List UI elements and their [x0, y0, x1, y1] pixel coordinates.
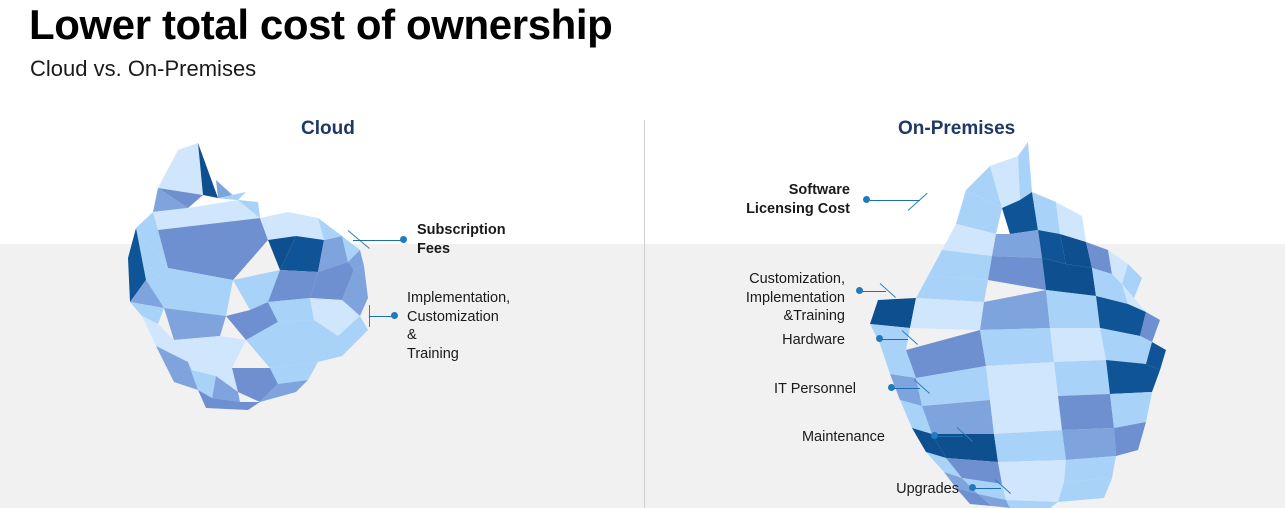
- iceberg-on-premises: [870, 142, 1166, 508]
- leader-dot-upgrades: [969, 484, 976, 491]
- leader-line-upgrades: [975, 488, 1001, 489]
- callout-label-implementation-customization-training: Implementation, Customization & Training: [407, 290, 511, 362]
- callout-label-customization-implementation-training: Customization, Implementation &Training: [745, 271, 845, 325]
- callout-label-software-licensing-cost: Software Licensing Cost: [746, 182, 850, 217]
- leader-line-software-licensing-cost: [870, 200, 920, 201]
- panel-heading-cloud: Cloud: [301, 118, 355, 139]
- leader-line-implementation: [369, 316, 394, 317]
- page-title: Lower total cost of ownership: [29, 1, 613, 48]
- callout-label-upgrades: Upgrades: [896, 481, 959, 497]
- panel-heading-on-premises: On-Premises: [898, 118, 1016, 139]
- iceberg-cloud: [128, 143, 368, 410]
- callout-label-maintenance: Maintenance: [801, 429, 885, 445]
- leader-line-subscription-fees: [353, 240, 403, 241]
- page-subtitle: Cloud vs. On-Premises: [30, 56, 257, 81]
- leader-line-customization: [862, 291, 886, 292]
- leader-dot-hardware: [876, 335, 883, 342]
- leader-dot-software-licensing-cost: [863, 196, 870, 203]
- leader-line-it-personnel: [894, 388, 920, 389]
- callout-label-hardware: Hardware: [782, 332, 845, 348]
- leader-dot-customization: [856, 287, 863, 294]
- leader-dot-implementation: [391, 312, 398, 319]
- callout-label-it-personnel: IT Personnel: [774, 381, 856, 397]
- panel-divider: [644, 120, 645, 508]
- leader-line-hardware: [882, 339, 908, 340]
- callout-label-subscription-fees: Subscription Fees: [417, 222, 506, 257]
- leader-line-maintenance: [937, 436, 963, 437]
- leader-dot-maintenance: [931, 432, 938, 439]
- leader-dot-it-personnel: [888, 384, 895, 391]
- leader-dot-subscription-fees: [400, 236, 407, 243]
